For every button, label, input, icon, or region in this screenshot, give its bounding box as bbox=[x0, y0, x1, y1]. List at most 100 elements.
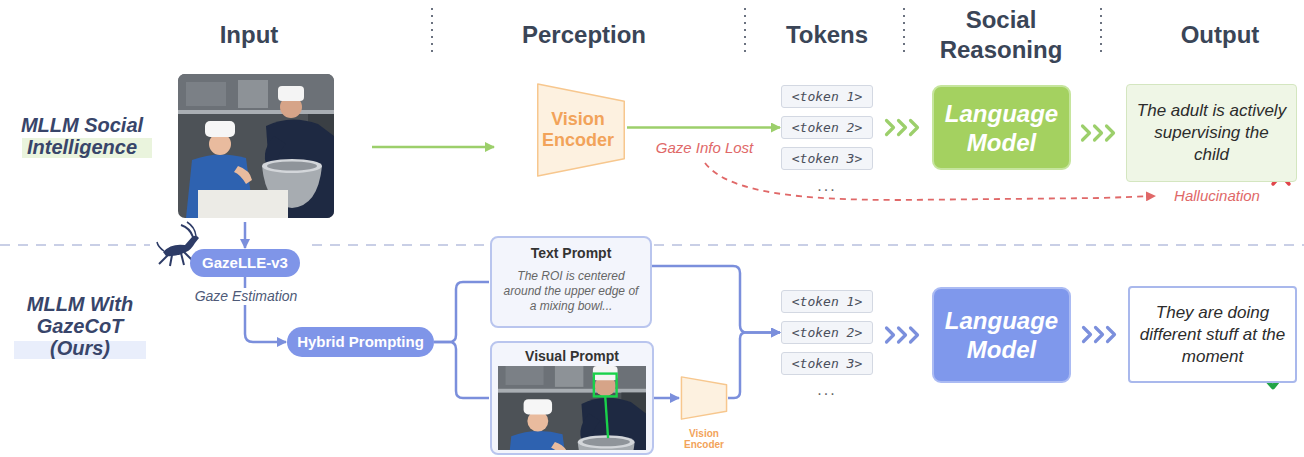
decoration-path bbox=[181, 225, 193, 237]
prompt-box: Text PromptThe ROI is centered around th… bbox=[490, 236, 652, 328]
decoration-rect bbox=[594, 374, 617, 397]
visual-prompt-photo bbox=[498, 355, 646, 457]
label-holder: Social Reasoning bbox=[926, 5, 1076, 65]
decoration-line bbox=[605, 396, 608, 438]
connector bbox=[654, 398, 679, 399]
annotation: Hallucination bbox=[1174, 187, 1260, 205]
chevron-arrow bbox=[899, 121, 906, 135]
node-text: <token 1> bbox=[792, 88, 862, 106]
hallucination-arrow bbox=[705, 163, 1155, 200]
decoration-line bbox=[903, 8, 905, 56]
column-header: Tokens bbox=[786, 20, 868, 50]
connector-line bbox=[245, 277, 286, 342]
node-text: The adult is actively supervising the ch… bbox=[1135, 100, 1288, 166]
token-box: <token 3> bbox=[781, 147, 873, 170]
decoration-use bbox=[498, 355, 646, 457]
node-text: Visual Prompt bbox=[525, 348, 619, 365]
label-holder: Gaze Info Lost bbox=[647, 139, 762, 157]
annotation: Gaze Info Lost bbox=[656, 139, 754, 157]
connector bbox=[1083, 126, 1114, 140]
node-text: They are doing different stuff at the mo… bbox=[1138, 302, 1287, 368]
connector bbox=[245, 277, 286, 342]
token-box: <token 2> bbox=[781, 116, 873, 139]
connector bbox=[627, 127, 780, 128]
chevron-arrow bbox=[887, 121, 894, 135]
chevron-arrow bbox=[1096, 328, 1103, 342]
node-text: <token 2> bbox=[792, 324, 862, 342]
decoration-line bbox=[181, 253, 184, 265]
decoration-line bbox=[170, 255, 172, 266]
node-text: Language Model bbox=[940, 99, 1063, 157]
node-text: <token 3> bbox=[792, 150, 862, 168]
decoration-path bbox=[187, 222, 196, 236]
output-box: They are doing different stuff at the mo… bbox=[1128, 286, 1297, 383]
connector bbox=[652, 266, 780, 333]
connector-line bbox=[434, 342, 489, 398]
node-text: Vision Encoder bbox=[539, 109, 617, 151]
encoder-box: Vision Encoder bbox=[680, 376, 728, 450]
connector bbox=[728, 333, 780, 399]
label-holder: Input bbox=[189, 20, 309, 50]
label-holder: MLLM Social Intelligence bbox=[7, 114, 157, 158]
token-box: <token 3> bbox=[781, 352, 873, 375]
decoration-line bbox=[744, 8, 746, 56]
label-holder: Perception bbox=[499, 20, 669, 50]
encoder-box: Vision Encoder bbox=[535, 82, 627, 178]
chevron-arrow bbox=[1083, 126, 1090, 140]
token-box: <token 1> bbox=[781, 85, 873, 108]
label-holder: Hallucination bbox=[1162, 187, 1272, 205]
decoration-line bbox=[431, 8, 433, 56]
decoration-line bbox=[0, 244, 150, 246]
column-header: Output bbox=[1181, 20, 1260, 50]
node-text: Text Prompt bbox=[531, 245, 612, 262]
connector bbox=[434, 342, 489, 398]
chevron-arrow bbox=[1084, 328, 1091, 342]
connector bbox=[434, 282, 489, 342]
connector bbox=[887, 121, 918, 135]
node-text: Language Model bbox=[940, 306, 1063, 364]
input-photo bbox=[178, 74, 334, 218]
ellipsis: ... bbox=[817, 383, 836, 397]
token-box: <token 1> bbox=[781, 290, 873, 313]
chevron-arrow bbox=[887, 328, 894, 342]
node-body-text: The ROI is centered around the upper edg… bbox=[500, 269, 642, 314]
chevron-arrow bbox=[899, 328, 906, 342]
decoration-use bbox=[178, 74, 334, 218]
node-text: Vision Encoder bbox=[680, 428, 728, 450]
connector-line bbox=[627, 126, 780, 129]
output-box: The adult is actively supervising the ch… bbox=[1126, 84, 1297, 182]
chevron-arrow bbox=[911, 328, 918, 342]
node-text: <token 3> bbox=[792, 355, 862, 373]
chevron-arrow bbox=[1108, 328, 1115, 342]
annotation: Gaze Estimation bbox=[192, 288, 301, 305]
token-box: <token 2> bbox=[781, 321, 873, 344]
input-arrow bbox=[244, 222, 247, 248]
column-header: Social Reasoning bbox=[926, 5, 1076, 65]
model-box: Language Model bbox=[932, 85, 1071, 170]
label-holder: Tokens bbox=[772, 20, 882, 50]
node-text: <token 1> bbox=[792, 293, 862, 311]
decoration-path bbox=[157, 242, 164, 251]
prompt-box: Visual Prompt bbox=[490, 341, 654, 455]
model-box: Language Model bbox=[932, 287, 1071, 383]
node-text: <token 2> bbox=[792, 119, 862, 137]
decoration-line bbox=[159, 255, 168, 264]
decoration-line bbox=[1100, 8, 1102, 56]
input-arrow bbox=[372, 146, 494, 149]
connector-line bbox=[728, 333, 780, 399]
label-holder: ... bbox=[791, 177, 863, 195]
encoder-outline bbox=[538, 84, 624, 176]
label-holder: Gaze Estimation bbox=[185, 287, 307, 305]
encoder-shape bbox=[680, 376, 728, 420]
node-text: GazeLLE-v3 bbox=[202, 254, 288, 272]
label-holder: Output bbox=[1155, 20, 1285, 50]
column-header: Perception bbox=[522, 20, 646, 50]
encoder-outline bbox=[681, 377, 726, 419]
row-label: MLLM With GazeCoT (Ours) bbox=[15, 293, 145, 359]
column-header: Input bbox=[220, 20, 279, 50]
